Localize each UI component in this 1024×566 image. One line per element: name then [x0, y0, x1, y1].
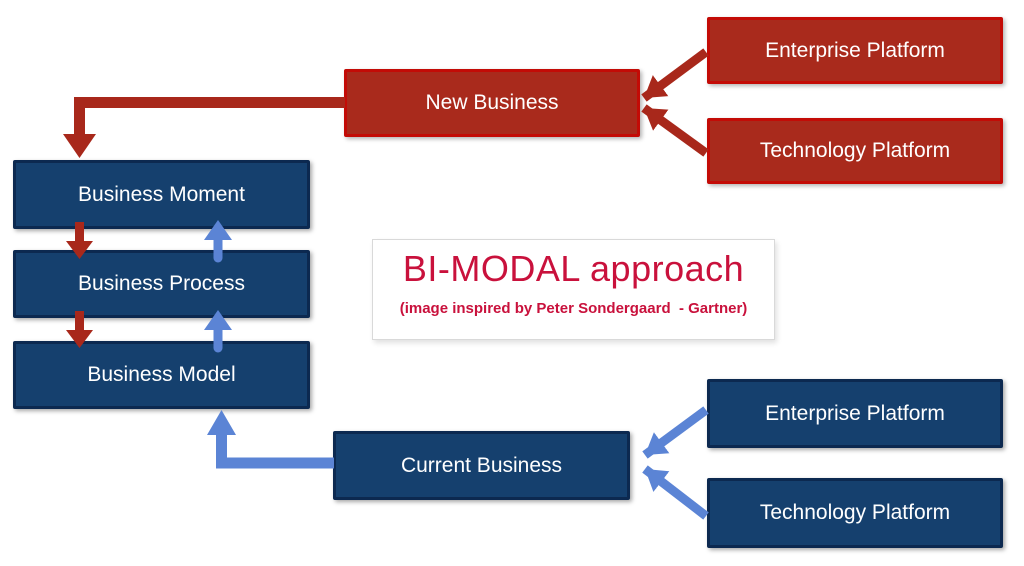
node-label: Business Process [78, 272, 245, 295]
arrow-technology-platform-top-to-new-business [641, 104, 709, 157]
node-new-business: New Business [344, 69, 640, 137]
node-label: Current Business [400, 453, 563, 477]
node-technology-platform-bottom: Technology Platform [707, 478, 1003, 548]
node-label: Business Moment [78, 182, 245, 206]
node-business-process: Business Process [13, 250, 310, 318]
node-current-business: Current Business [333, 431, 630, 500]
node-label: Technology Platform [759, 139, 951, 162]
node-enterprise-platform-bottom: Enterprise Platform [707, 379, 1003, 448]
node-enterprise-platform-top: Enterprise Platform [707, 17, 1003, 84]
arrow-enterprise-platform-bottom-to-current-business [642, 406, 709, 459]
node-label: Business Model [87, 363, 236, 386]
arrow-technology-platform-bottom-to-current-business [642, 465, 709, 520]
node-business-model: Business Model [13, 341, 310, 409]
node-label: New Business [425, 91, 559, 114]
node-label: Technology Platform [759, 501, 951, 524]
node-label: Enterprise Platform [765, 401, 945, 425]
node-business-moment: Business Moment [13, 160, 310, 229]
node-label: Enterprise Platform [765, 38, 945, 62]
diagram-title: BI-MODAL approach [402, 248, 745, 289]
arrow-enterprise-platform-top-to-new-business [641, 48, 709, 102]
arrow-current-business-to-business-model [207, 410, 334, 469]
arrow-new-business-to-business-moment [63, 97, 345, 158]
title-panel: BI-MODAL approach (image inspired by Pet… [372, 239, 775, 340]
node-technology-platform-top: Technology Platform [707, 118, 1003, 184]
diagram-subtitle: (image inspired by Peter Sondergaard - G… [399, 300, 748, 317]
